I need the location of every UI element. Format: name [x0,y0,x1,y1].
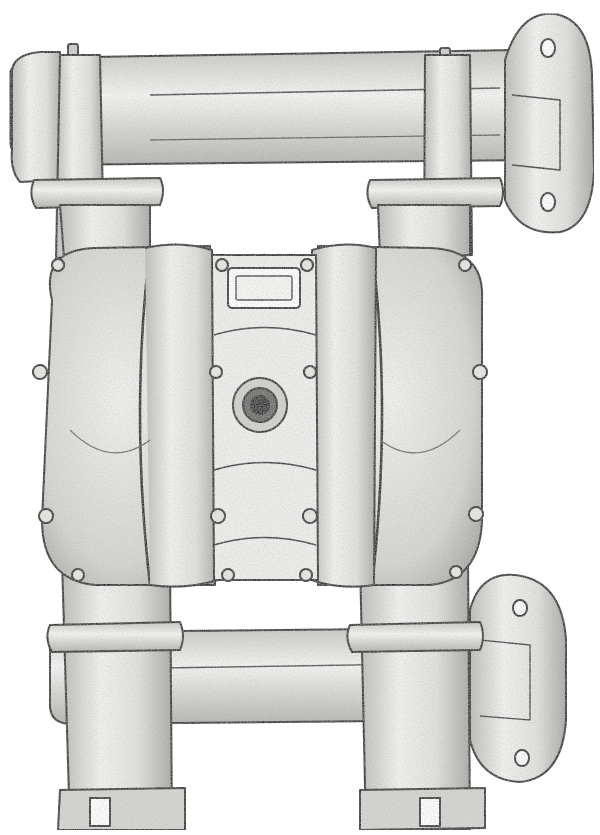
center-air-section [211,254,319,581]
left-lower-column [46,559,186,831]
right-upper-clamp [366,54,504,259]
left-upper-clamp [30,54,164,259]
pump-body-group [8,12,595,831]
right-diaphragm-housing [311,243,484,588]
left-diaphragm-housing [41,243,219,588]
right-lower-column [346,559,486,831]
housing-bolts [32,258,488,582]
